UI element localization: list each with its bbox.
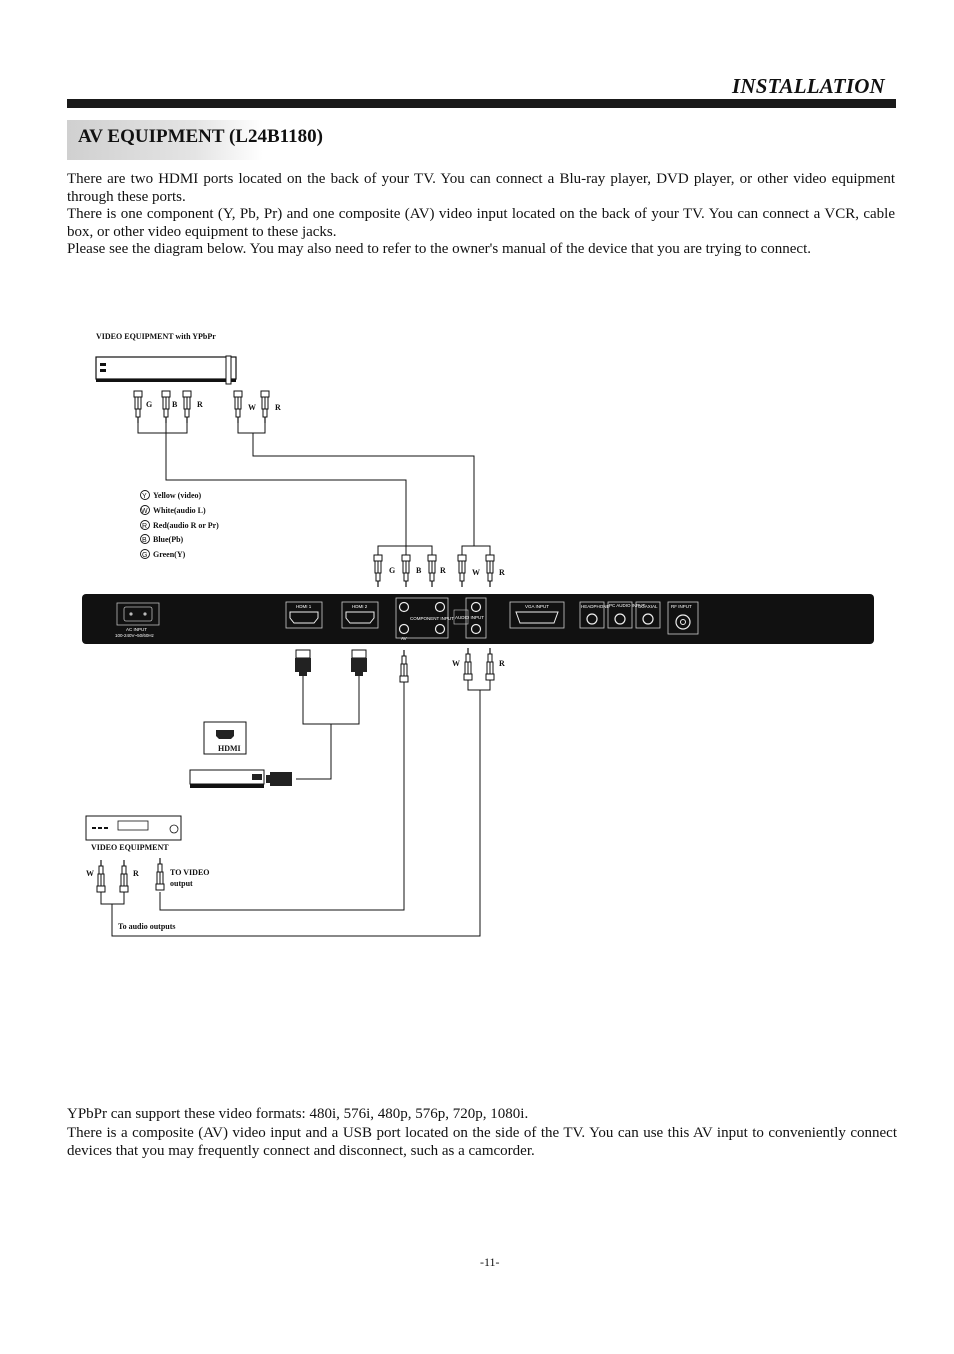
panel-label-pc-audio: PC AUDIO INPUT [609,603,646,608]
legend-text-y: Yellow (video) [153,491,202,500]
av-audio-plugs [463,647,495,681]
panel-label-hdmi1: HDMI 1 [296,604,312,609]
av-cables [100,680,491,937]
color-legend: Y Yellow (video) W White(audio L) R Red(… [140,490,219,559]
hdmi-device-label: HDMI [218,744,241,753]
panel-label-audio-input: AUDIO INPUT [455,615,484,620]
ypbpr-cables [137,423,475,546]
tv-plug-letter-g: G [389,566,395,575]
to-audio-label: To audio outputs [118,922,176,931]
tv-plug-letter-w: W [472,568,480,577]
legend-symbol-r: R [142,523,147,530]
legend-symbol-b: B [142,537,147,544]
legend-symbol-y: Y [142,493,147,500]
section-title: INSTALLATION [732,74,885,98]
legend-text-g: Green(Y) [153,550,186,559]
footer-paragraph-2: There is a composite (AV) video input an… [67,1125,897,1159]
hdmi-plugs [294,649,368,677]
av-plug-letter-w: W [452,659,460,668]
panel-label-vga: VGA INPUT [525,604,549,609]
intro-paragraph-1: There are two HDMI ports located on the … [67,171,895,205]
ypbpr-component-plugs [133,390,192,424]
panel-label-ac-rating: 100-240V~50/60Hz [115,633,155,638]
panel-label-av: AV [401,636,407,641]
av-video-plug [399,649,409,683]
ve-plug-letter-w: W [86,869,94,878]
panel-label-rf: RF INPUT [671,604,692,609]
video-equipment-label: VIDEO EQUIPMENT [91,843,169,852]
tv-plug-letter-r2: R [499,568,505,577]
legend-text-r: Red(audio R or Pr) [153,521,219,530]
to-video-label-1: TO VIDEO [170,868,210,877]
tv-plug-letter-b: B [416,566,422,575]
page-number: -11- [480,1255,500,1269]
hdmi-cables [296,676,360,780]
plug-letter-g: G [146,400,152,409]
plug-letter-w: W [248,403,256,412]
legend-symbol-w: W [141,508,148,515]
ypbpr-device-label: VIDEO EQUIPMENT with YPbPr [96,332,216,341]
panel-label-hdmi2: HDMI 2 [352,604,368,609]
plug-letter-r2: R [275,403,281,412]
video-equipment-plugs [96,857,165,893]
ve-plug-letter-r: R [133,869,139,878]
footer-paragraph-1: YPbPr can support these video formats: 4… [67,1106,529,1122]
intro-paragraph-2: There is one component (Y, Pb, Pr) and o… [67,206,895,240]
panel-label-component: COMPONENT INPUT [410,616,454,621]
panel-label-ac-input: AC INPUT [126,627,147,632]
to-video-label-2: output [170,879,193,888]
tv-side-cable-splits [377,545,491,555]
legend-text-w: White(audio L) [153,506,206,515]
av-plug-letter-r: R [499,659,505,668]
panel-label-headphone: HEADPHONE [581,604,610,609]
panel-label-coaxial: COAXIAL [638,604,658,609]
intro-paragraph-3: Please see the diagram below. You may al… [67,241,811,257]
tv-plug-letter-r: R [440,566,446,575]
ypbpr-device [95,355,237,385]
legend-symbol-g: G [142,552,147,559]
subheading-band [67,120,263,160]
tv-back-panel: AC INPUT 100-240V~50/60Hz HDMI 1 HDMI 2 … [82,594,874,644]
video-equipment [85,815,182,841]
header-rule [67,99,896,108]
hdmi-device [189,721,292,788]
plug-letter-b: B [172,400,178,409]
plug-letter-r: R [197,400,203,409]
legend-text-b: Blue(Pb) [153,535,184,544]
subheading: AV EQUIPMENT (L24B1180) [78,126,323,147]
